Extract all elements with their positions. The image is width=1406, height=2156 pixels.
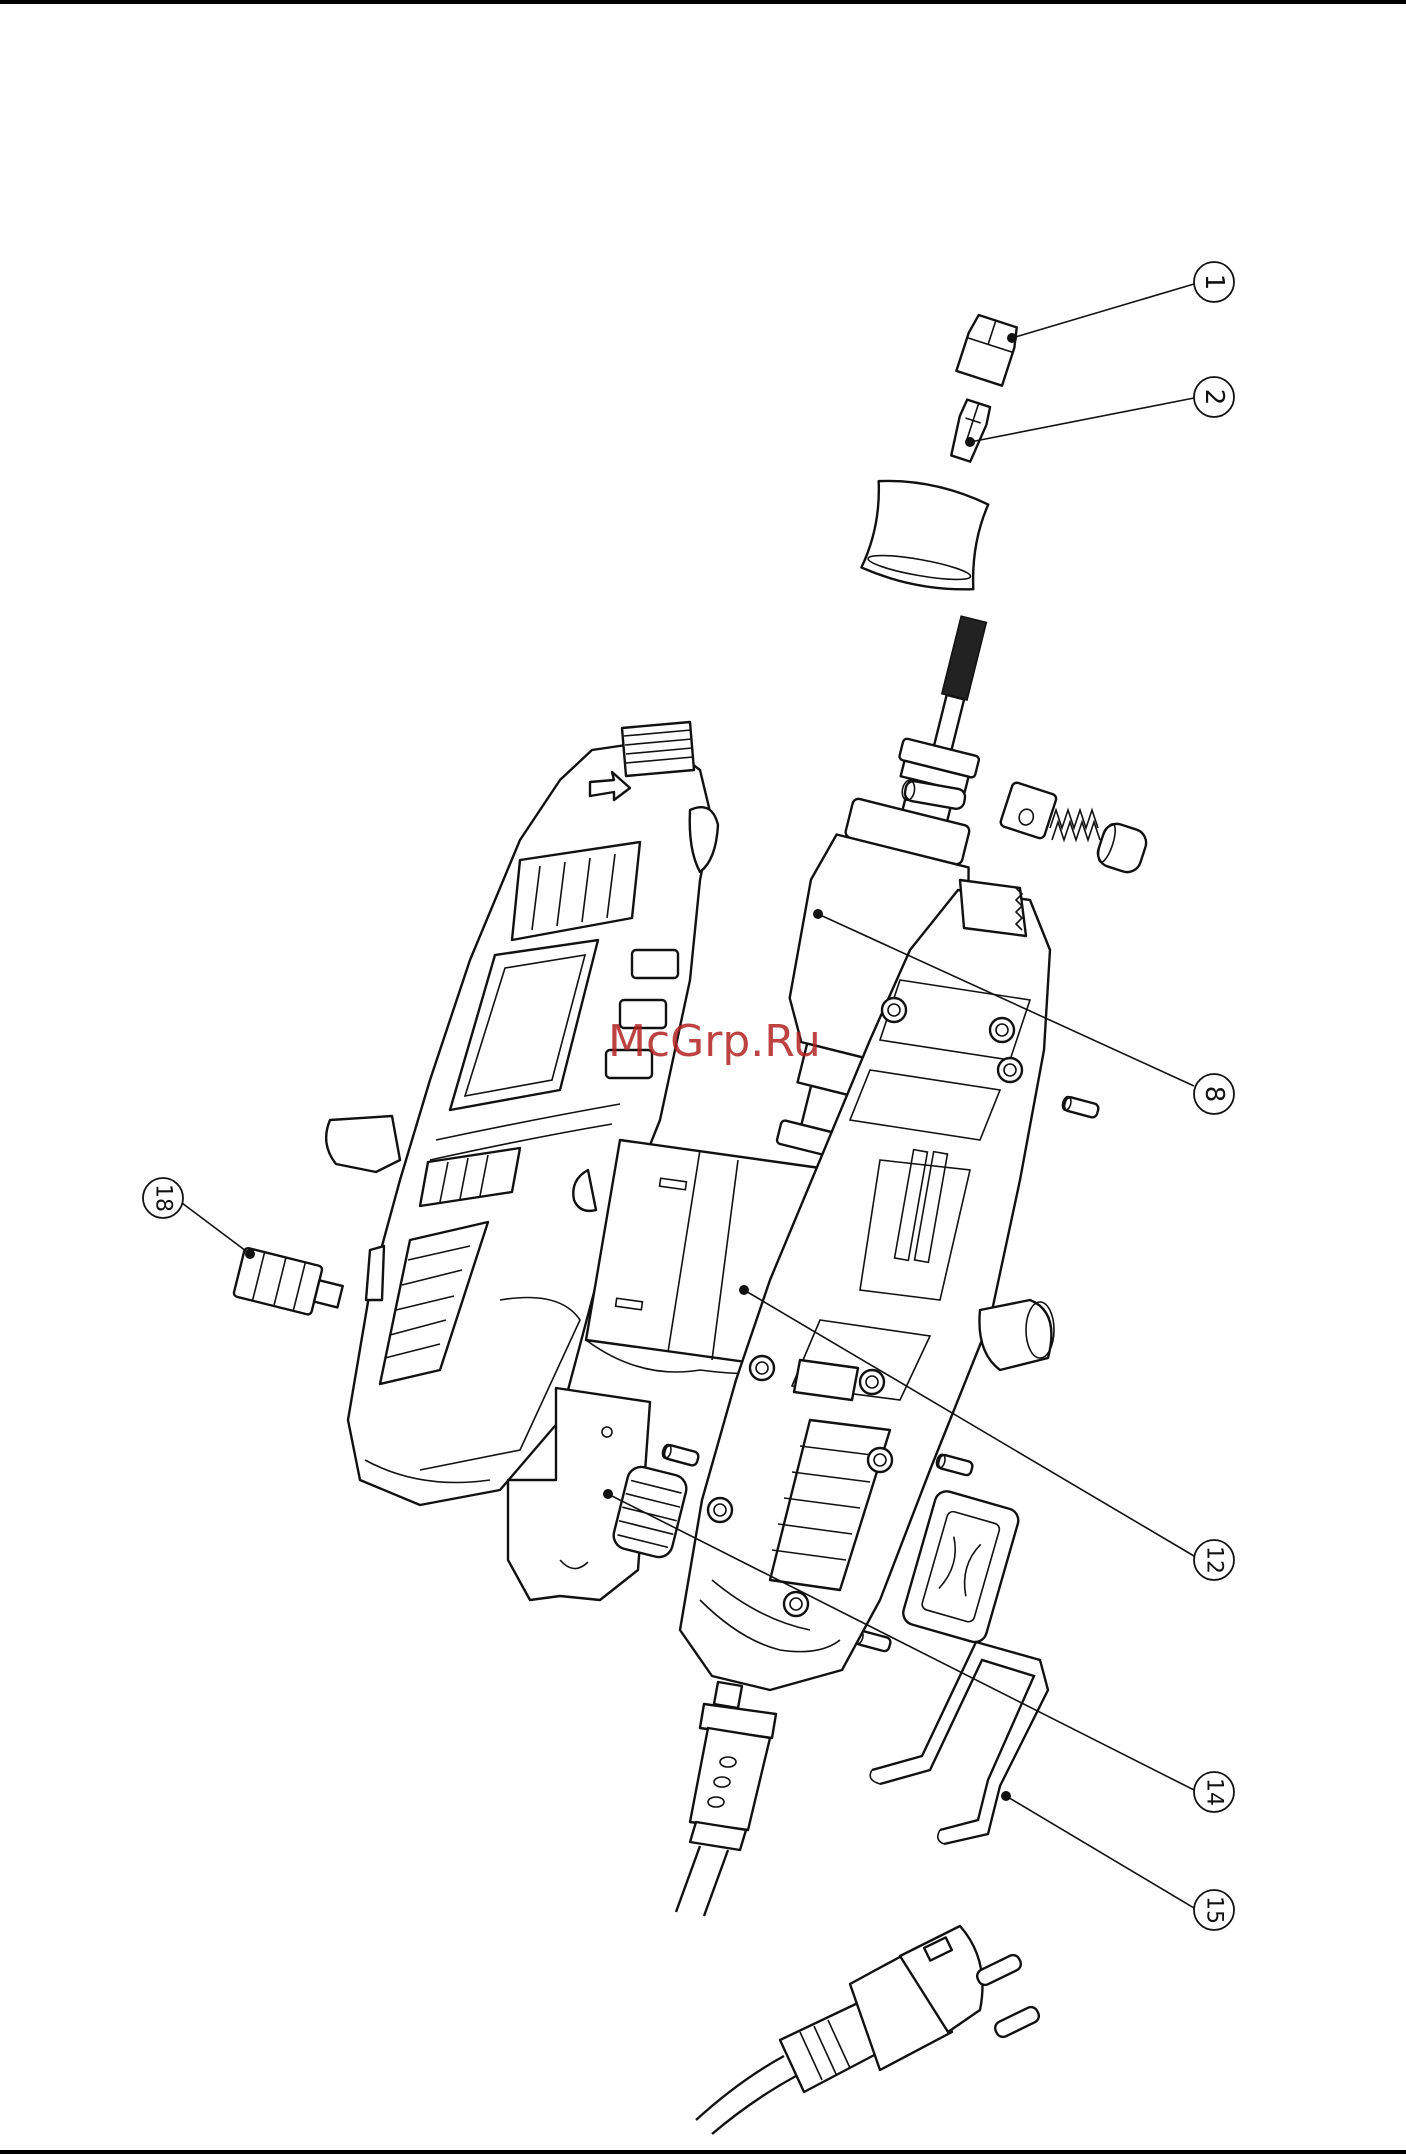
callout-label-12: 12: [1202, 1546, 1227, 1574]
callout-1: 1: [1194, 262, 1234, 302]
nose-cap-part: [860, 476, 990, 595]
watermark-text: McGrp.Ru: [608, 1016, 821, 1067]
collet-part: [947, 399, 992, 463]
collet-nut-part: [956, 314, 1020, 386]
callout-15: 15: [1194, 1890, 1234, 1930]
callout-label-15: 15: [1202, 1896, 1227, 1924]
side-cover-part: [900, 1489, 1021, 1645]
callout-label-18: 18: [151, 1184, 176, 1212]
housing-thread: [622, 722, 694, 776]
callout-14: 14: [1194, 1772, 1234, 1812]
power-plug-part: [696, 1926, 1041, 2134]
bottom-rule: [0, 2150, 1406, 2154]
callout-label-8: 8: [1199, 1086, 1229, 1103]
callout-label-1: 1: [1199, 274, 1229, 291]
callout-label-14: 14: [1202, 1778, 1227, 1806]
callout-18: 18: [143, 1178, 183, 1218]
left-housing-part: [326, 722, 718, 1505]
hanger-bail-part: [870, 1642, 1048, 1844]
callout-label-2: 2: [1199, 389, 1229, 406]
power-cord-part: [676, 1682, 776, 1916]
callout-8: 8: [1194, 1074, 1234, 1114]
callout-2: 2: [1194, 377, 1234, 417]
spring-part: [1050, 810, 1100, 840]
callout-12: 12: [1194, 1540, 1234, 1580]
